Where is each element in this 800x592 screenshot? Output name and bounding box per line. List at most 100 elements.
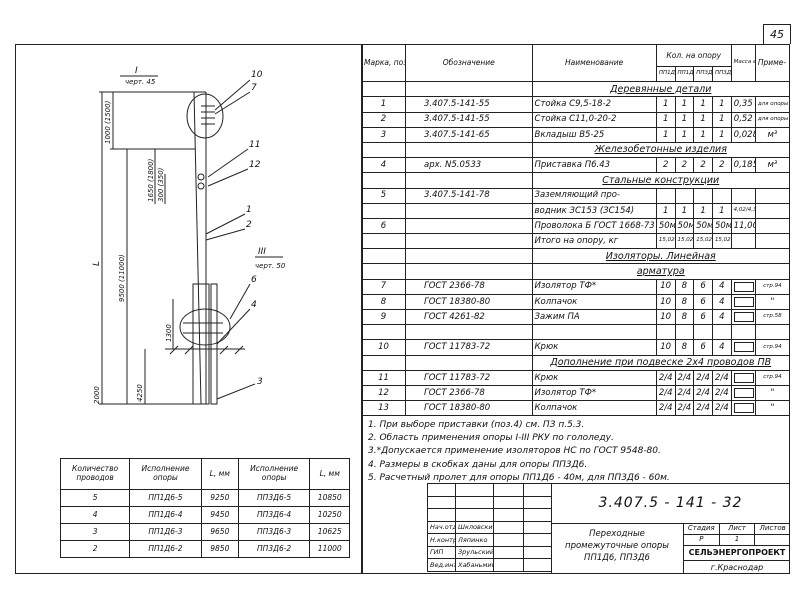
note-line: 2. Область применения опоры I-III РКУ по…: [368, 433, 614, 444]
name-cell: Вкладыш В5-25: [531, 126, 657, 143]
cell: 10850: [309, 489, 350, 507]
qty-cell: 1: [655, 111, 676, 128]
callout-12: 12: [249, 160, 261, 170]
qty-cell: 2/4: [655, 384, 676, 402]
note-line: 1. При выборе приставки (поз.4) см. ПЗ п…: [368, 420, 585, 430]
col-qty: Кол. на опору: [655, 44, 732, 67]
designation-cell: арх. N5.0533: [405, 157, 533, 174]
qty-cell: 1: [711, 202, 732, 219]
col-qty-sub: ПП1Д6-3 ПП1Д6-2: [674, 65, 695, 83]
pole-variants-table: Количество проводов Исполнение опоры L, …: [59, 458, 350, 558]
note-cell: [754, 202, 791, 219]
name-cell: водник ЗС153 (ЗС154): [531, 202, 657, 219]
drawing-title: Переходные промежуточные опоры ПП1Д6, ПП…: [551, 523, 684, 574]
section-title: Дополнение при подвеске 2х4 проводов ПВ: [531, 354, 791, 371]
qty-cell: [693, 187, 713, 204]
person: Зрульский: [455, 545, 494, 559]
callout-10: 10: [251, 70, 263, 80]
section-row: Дополнение при подвеске 2х4 проводов ПВ: [361, 354, 791, 371]
cell: ПП1Д6-4: [129, 506, 202, 524]
mark-cell: 9: [361, 308, 406, 326]
mark-cell: 3: [361, 126, 406, 143]
document-number: 3.407.5 - 141 - 32: [598, 495, 743, 511]
view-sub-3: черт. 50: [255, 262, 286, 270]
qty-cell: 1: [674, 202, 695, 219]
name-cell: Изолятор ТФ*: [531, 384, 657, 402]
qty-cell: 6: [693, 278, 713, 295]
stamp-divider: [551, 483, 552, 574]
qty-cell: 1: [655, 202, 676, 219]
col-qty-sub: ПП3Д6-3 ПП3Д6-2: [711, 65, 732, 83]
qty-cell: 6: [693, 308, 713, 326]
cell: 4: [59, 506, 131, 524]
mark-cell: 8: [361, 293, 406, 311]
note-cell: [754, 187, 791, 204]
qty-cell: [655, 187, 676, 204]
qty-cell: 2/4: [655, 400, 676, 417]
mark-cell: 5: [361, 187, 406, 204]
organization-block: Стадия Лист Листов Р 1 СЕЛЬЭНЕРГОПРОЕКТ …: [684, 523, 790, 574]
callout-4: 4: [251, 300, 257, 310]
mass-cell: 0,35: [730, 96, 756, 113]
note-line: 5. Расчетный пролет для опоры ПП1Д6 - 40…: [368, 472, 670, 483]
mass-cell: 0,028: [730, 126, 756, 143]
callout-11: 11: [249, 140, 260, 150]
empty-box: [733, 281, 754, 292]
qty-cell: 1: [711, 126, 732, 143]
role: Нач.отд.: [427, 520, 456, 534]
name-cell: Крюк: [531, 369, 657, 386]
sheet-value: 1: [720, 535, 756, 545]
callout-2: 2: [246, 220, 252, 230]
section-row: Деревянные детали: [361, 81, 791, 98]
callout-3: 3: [257, 377, 263, 387]
mass-cell: [730, 400, 756, 417]
col-designation: Обозначение: [405, 43, 533, 83]
qty-cell: 4: [711, 308, 732, 326]
dim-upper: 1650 (1800): [147, 158, 155, 202]
col-mass: Масса ед, кг.: [730, 43, 756, 83]
callout-6: 6: [251, 275, 257, 285]
mass-cell: [730, 308, 756, 326]
sheet-label: Лист: [720, 524, 756, 534]
qty-cell: 10: [655, 293, 676, 311]
qty-cell: 10: [655, 339, 676, 356]
pole-drawing: I черт. 45 III черт. 50 10 7 11 12 1 2 6…: [92, 66, 286, 405]
dim-top: 1000 (1500): [104, 100, 112, 144]
designation-cell: [405, 324, 533, 341]
sheets-label: Листов: [759, 524, 786, 532]
table-row: [361, 324, 791, 341]
mark-cell: 2: [361, 111, 406, 128]
callout-1: 1: [246, 205, 252, 215]
qty-cell: 2/4: [693, 384, 713, 402]
person: Хабаньмина: [455, 558, 494, 572]
qty-cell: 1: [693, 111, 713, 128]
note-cell: стр.94: [754, 339, 791, 356]
name-cell: Стойка С11,0-20-2: [531, 111, 657, 128]
qty-cell: 8: [674, 308, 695, 326]
qty-cell: 50м: [693, 217, 713, 235]
organization-city: г.Краснодар: [710, 563, 764, 572]
qty-cell: 50м: [674, 217, 695, 235]
note-cell: м³: [754, 126, 791, 143]
cell: 9250: [200, 489, 239, 507]
dim-main: 9500 (11000): [118, 254, 126, 302]
mark-cell: [361, 324, 406, 341]
note-cell: [754, 217, 791, 235]
qty-cell: [655, 324, 676, 341]
qty-cell: [711, 324, 732, 341]
designation-cell: [405, 233, 533, 250]
cell: ПП3Д6-4: [237, 506, 311, 524]
qty-cell: 10: [655, 278, 676, 295]
designation-cell: 3.407.5-141-78: [405, 187, 533, 204]
mark-cell: 7: [361, 278, 406, 295]
qty-cell: 2/4: [674, 369, 695, 386]
qty-cell: 1: [674, 111, 695, 128]
